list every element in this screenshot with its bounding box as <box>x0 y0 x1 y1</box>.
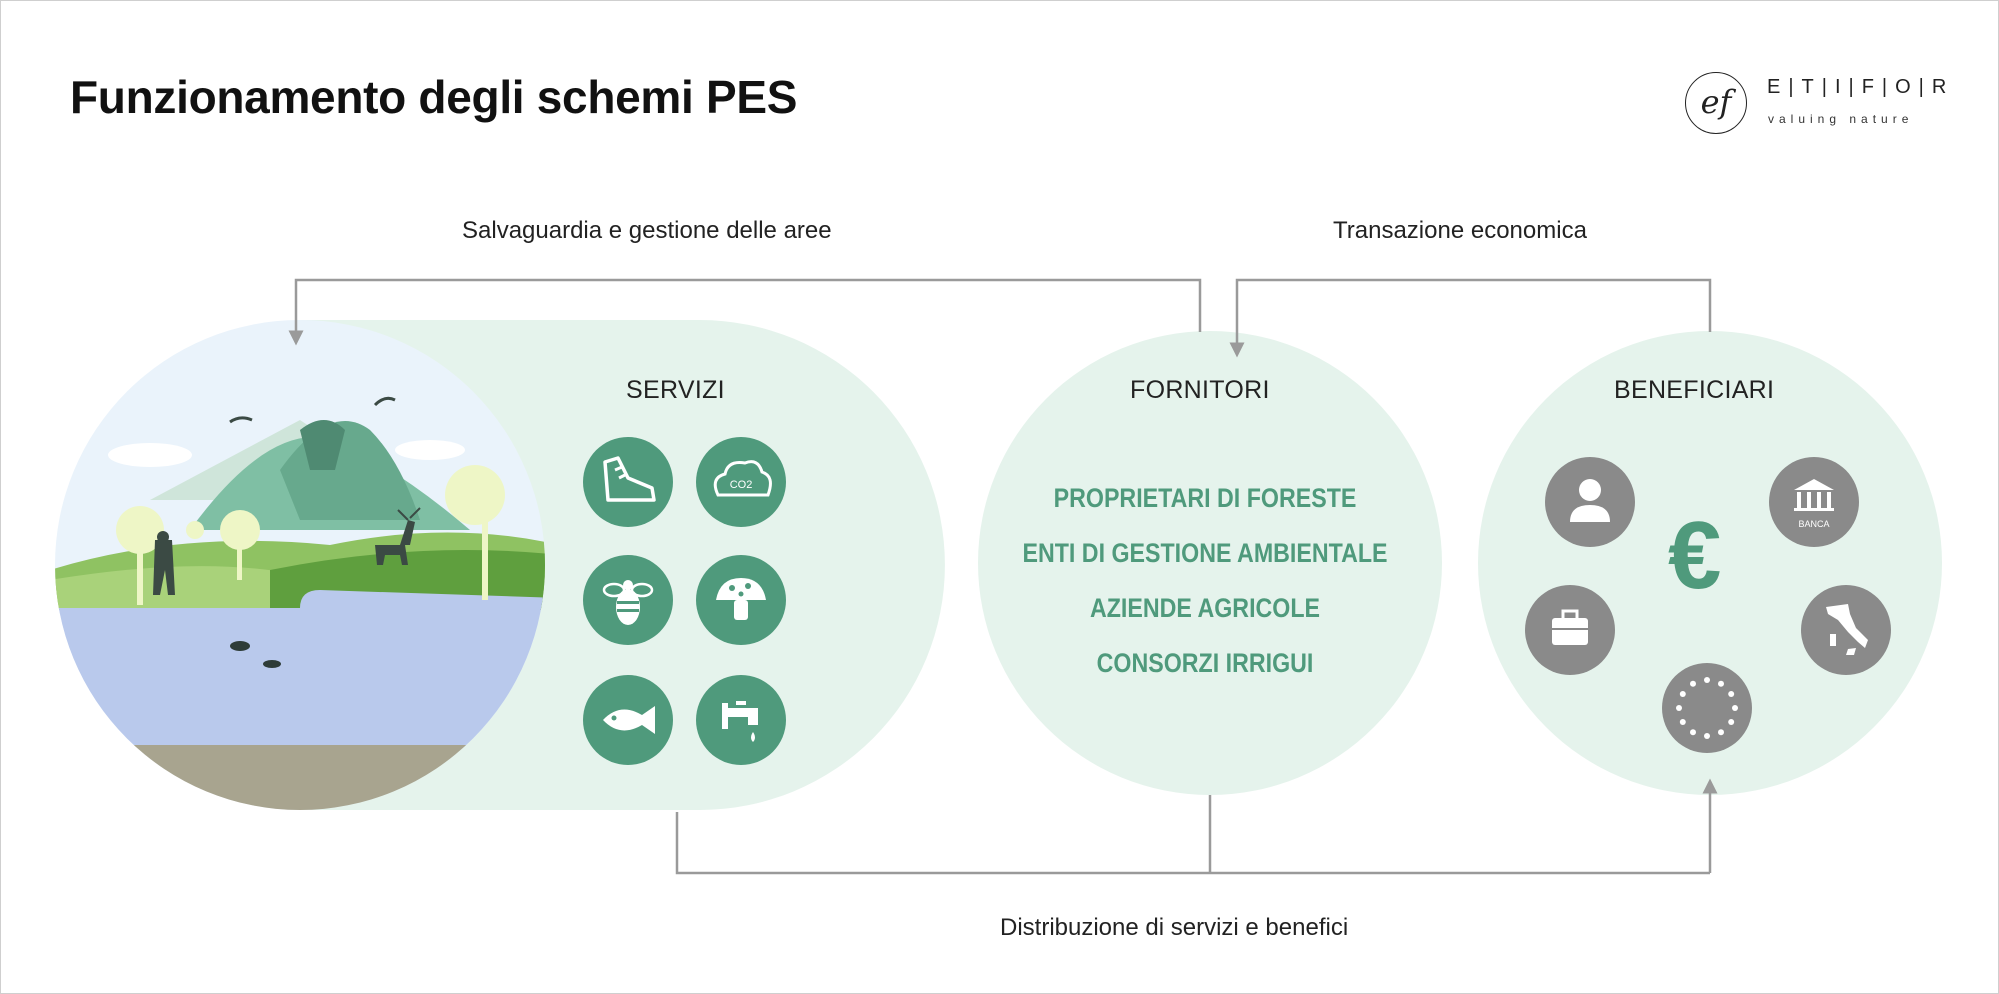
bank-label: BANCA <box>1798 519 1829 529</box>
fornitori-item: PROPRIETARI DI FORESTE <box>1053 483 1357 513</box>
person-icon <box>1545 457 1635 547</box>
eu-star <box>1679 719 1686 725</box>
bee-icon <box>583 555 673 645</box>
flow-label-distribution: Distribuzione di servizi e benefici <box>1000 914 1349 941</box>
eu-star <box>1690 729 1696 736</box>
co2-label: CO2 <box>730 479 753 491</box>
euro-symbol: € <box>1668 502 1722 609</box>
etifor-logo: ef E|T|I|F|O|R valuing nature <box>1685 70 1946 140</box>
eu-star <box>1690 680 1696 687</box>
italy-map-icon <box>1801 585 1891 675</box>
line-services-bottom <box>675 812 1710 875</box>
beneficiari-circle <box>1478 331 1942 795</box>
arrow-safeguard <box>288 278 1202 346</box>
servizi-title: SERVIZI <box>626 376 725 404</box>
flow-label-transaction: Transazione economica <box>1333 217 1587 244</box>
eu-star <box>1718 729 1724 736</box>
arrow-transaction <box>1229 278 1712 358</box>
eu-star <box>1704 733 1710 739</box>
fornitori-item: ENTI DI GESTIONE AMBIENTALE <box>1022 538 1388 568</box>
eu-star <box>1728 719 1735 725</box>
logo-wordmark: E|T|I|F|O|R <box>1767 76 1955 98</box>
page-title: Funzionamento degli schemi PES <box>70 71 798 123</box>
eu-star <box>1718 680 1724 687</box>
eu-star <box>1676 705 1682 711</box>
bank-icon: BANCA <box>1769 457 1859 547</box>
landscape-illustration <box>55 320 545 810</box>
hiking-shoe-icon <box>583 437 673 527</box>
fornitori-item: AZIENDE AGRICOLE <box>1089 593 1321 623</box>
eu-star <box>1728 691 1735 697</box>
fish-icon <box>583 675 673 765</box>
logo-monogram: ef <box>1685 72 1747 134</box>
fornitori-title: FORNITORI <box>1130 376 1270 404</box>
water-tap-icon <box>696 675 786 765</box>
briefcase-icon <box>1525 585 1615 675</box>
beneficiari-title: BENEFICIARI <box>1614 376 1775 404</box>
logo-tagline: valuing nature <box>1768 112 1914 126</box>
eu-star <box>1732 705 1738 711</box>
co2-cloud-icon: CO2 <box>696 437 786 527</box>
fornitori-circle <box>978 331 1442 795</box>
eu-star <box>1704 677 1710 683</box>
eu-flag-icon <box>1662 663 1752 753</box>
fornitori-item: CONSORZI IRRIGUI <box>1096 648 1314 678</box>
eu-star <box>1679 691 1686 697</box>
mushroom-icon <box>696 555 786 645</box>
flow-label-safeguard: Salvaguardia e gestione delle aree <box>462 217 832 244</box>
